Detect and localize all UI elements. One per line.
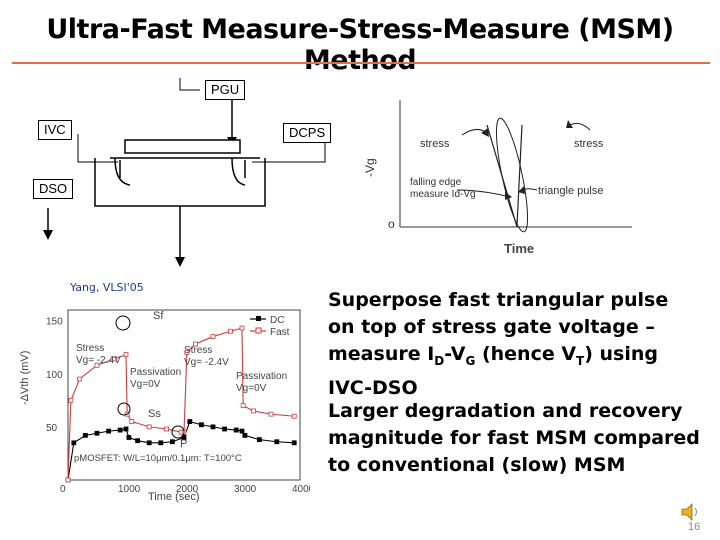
waveform-stress-label-1: stress xyxy=(420,138,450,150)
dcps-label: DCPS xyxy=(283,123,332,143)
data-point-dc xyxy=(242,432,248,438)
data-point-fast xyxy=(184,350,190,355)
bullet-1-sub-d: D xyxy=(434,353,445,368)
bullet-2: Larger degradation and recovery magnitud… xyxy=(328,400,700,476)
x-tick-label: 0 xyxy=(60,484,66,495)
data-point-dc xyxy=(83,432,88,438)
data-point-fast xyxy=(239,325,245,331)
bullet-1-text-d: ) using IVC-DSO xyxy=(328,343,659,399)
waveform-triangle-pulse-label: triangle pulse xyxy=(538,185,603,197)
annot-device: pMOSFET: W/L=10μm/0.1μm: T=100°C xyxy=(74,453,242,464)
data-point-fast xyxy=(227,328,233,334)
bullet-1-text-b: -V xyxy=(444,343,466,365)
pgu-label: PGU xyxy=(205,80,246,100)
waveform-y-label: -Vg xyxy=(363,158,377,177)
data-point-fast xyxy=(164,426,170,432)
data-point-fast xyxy=(291,413,297,419)
waveform-stress-label-2: stress xyxy=(574,138,604,150)
legend-dc: DC xyxy=(270,315,284,326)
speaker-icon[interactable] xyxy=(680,502,702,522)
data-point-dc xyxy=(71,440,77,446)
data-point-fast xyxy=(123,352,129,358)
x-tick-label: 1000 xyxy=(118,484,141,495)
title-underline xyxy=(12,62,710,64)
annot-stress-1-v: Vg= -2.4V xyxy=(76,355,121,366)
y-tick-label: 150 xyxy=(46,317,63,328)
data-point-fast xyxy=(65,477,71,483)
y-tick-label: 100 xyxy=(46,370,63,381)
data-point-fast xyxy=(94,362,100,368)
slide-title: Ultra-Fast Measure-Stress-Measure (MSM) … xyxy=(46,14,674,76)
page-number: 16 xyxy=(688,521,701,533)
data-point-dc xyxy=(222,426,228,432)
data-point-fast xyxy=(68,397,74,403)
y-tick-label: 50 xyxy=(46,423,58,434)
data-point-dc xyxy=(135,438,140,444)
waveform-diagram: -Vg Time o stress stress falling edge me… xyxy=(363,100,632,256)
data-point-dc xyxy=(106,428,111,434)
data-point-dc xyxy=(198,422,204,428)
bullet-1-sub-g: G xyxy=(465,353,476,368)
data-point-fast xyxy=(193,341,199,347)
data-point-fast xyxy=(146,424,152,430)
data-point-dc xyxy=(158,440,164,446)
citation: Yang, VLSI'05 xyxy=(70,281,144,294)
data-point-fast xyxy=(268,411,274,417)
data-point-fast xyxy=(112,356,117,362)
bullet-1-text-a: Superpose fast triangular pulse on top o… xyxy=(328,289,669,365)
annot-stress-2-v: Vg= -2.4V xyxy=(184,357,229,368)
data-point-dc xyxy=(146,440,152,446)
annot-passivation-2: Passivation xyxy=(236,371,287,382)
data-point-dc xyxy=(94,430,100,436)
data-point-dc xyxy=(181,435,187,440)
data-point-dc xyxy=(210,424,216,430)
data-point-dc xyxy=(256,437,262,443)
annot-sf: Sf xyxy=(153,310,164,322)
data-point-dc xyxy=(123,426,129,432)
plot-x-label: Time (sec) xyxy=(148,491,200,503)
plot-y-label: -ΔVth (mV) xyxy=(19,351,31,405)
annot-ss: Ss xyxy=(148,408,161,420)
data-point-fast xyxy=(240,403,246,409)
bullet-1: Superpose fast triangular pulse on top o… xyxy=(328,287,700,402)
annot-p: P xyxy=(180,438,187,450)
bullet-1-sub-t: T xyxy=(576,353,585,368)
dso-label: DSO xyxy=(33,179,74,199)
data-point-dc xyxy=(117,427,123,433)
data-point-fast xyxy=(210,334,216,339)
data-point-dc xyxy=(187,419,193,424)
data-point-fast xyxy=(129,419,135,424)
degradation-chart: -ΔVth (mV) Time (sec) 0 1000 2000 3000 4000 1… xyxy=(19,309,310,503)
data-point-dc xyxy=(126,435,132,440)
data-point-fast xyxy=(77,376,82,382)
annot-passivation-1: Passivation xyxy=(130,367,181,378)
annot-passivation-1-v: Vg=0V xyxy=(130,379,161,390)
waveform-falling-edge-label: falling edge xyxy=(410,177,462,188)
annot-stress-2: Stress xyxy=(184,345,212,356)
legend-fast: Fast xyxy=(270,327,290,338)
data-point-dc xyxy=(239,428,245,434)
bullet-1-text-c: (hence V xyxy=(475,343,577,365)
ivc-label: IVC xyxy=(38,120,72,140)
waveform-origin-label: o xyxy=(388,217,395,231)
waveform-x-label: Time xyxy=(504,241,534,256)
data-point-fast xyxy=(251,408,257,414)
data-point-dc xyxy=(291,440,297,446)
waveform-measure-label: measure Id-Vg xyxy=(410,189,476,200)
x-tick-label: 3000 xyxy=(234,484,257,495)
data-point-dc xyxy=(233,427,239,433)
x-tick-label: 4000 xyxy=(292,484,310,495)
annot-stress-1: Stress xyxy=(76,343,104,354)
data-point-dc xyxy=(274,439,280,445)
data-point-dc xyxy=(169,439,175,445)
x-tick-label: 2000 xyxy=(176,484,199,495)
circuit-schematic xyxy=(43,78,326,267)
annot-passivation-2-v: Vg=0V xyxy=(236,383,267,394)
